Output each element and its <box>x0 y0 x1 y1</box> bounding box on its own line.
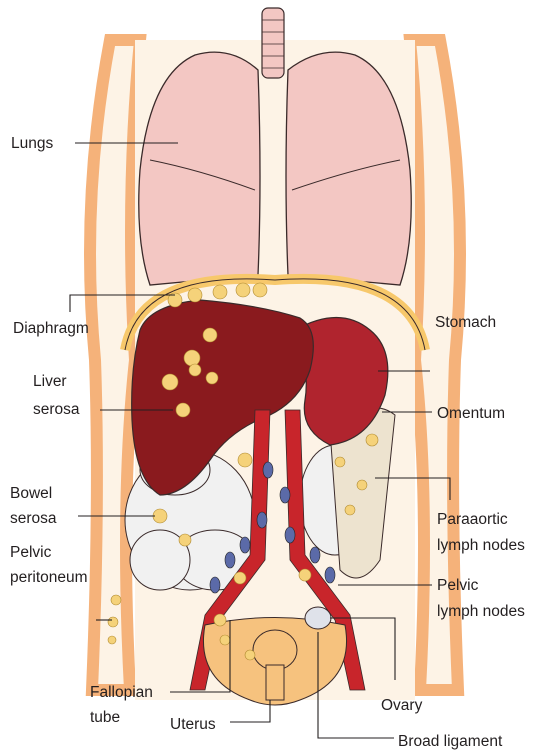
label-fallopian-2: tube <box>90 709 120 726</box>
label-liver-2: serosa <box>33 401 80 418</box>
ovary <box>305 607 331 629</box>
label-pelvic-1: Pelvic <box>10 544 52 561</box>
label-uterus: Uterus <box>170 716 216 733</box>
trachea <box>262 8 284 78</box>
label-pelvic-ln-1: Pelvic <box>437 577 479 594</box>
label-liver-1: Liver <box>33 373 67 390</box>
label-pelvic-ln-2: lymph nodes <box>437 603 525 620</box>
label-paraaortic-2: lymph nodes <box>437 537 525 554</box>
label-omentum: Omentum <box>437 405 505 422</box>
label-stomach: Stomach <box>435 314 496 331</box>
label-ovary: Ovary <box>381 697 423 714</box>
label-pelvic-2: peritoneum <box>10 569 88 586</box>
label-lungs: Lungs <box>11 135 53 152</box>
label-paraaortic-1: Paraaortic <box>437 511 508 528</box>
label-broad-ligament: Broad ligament <box>398 733 503 750</box>
label-bowel-1: Bowel <box>10 485 52 502</box>
label-bowel-2: serosa <box>10 510 57 527</box>
label-diaphragm: Diaphragm <box>13 320 89 337</box>
label-fallopian-1: Fallopian <box>90 684 153 701</box>
